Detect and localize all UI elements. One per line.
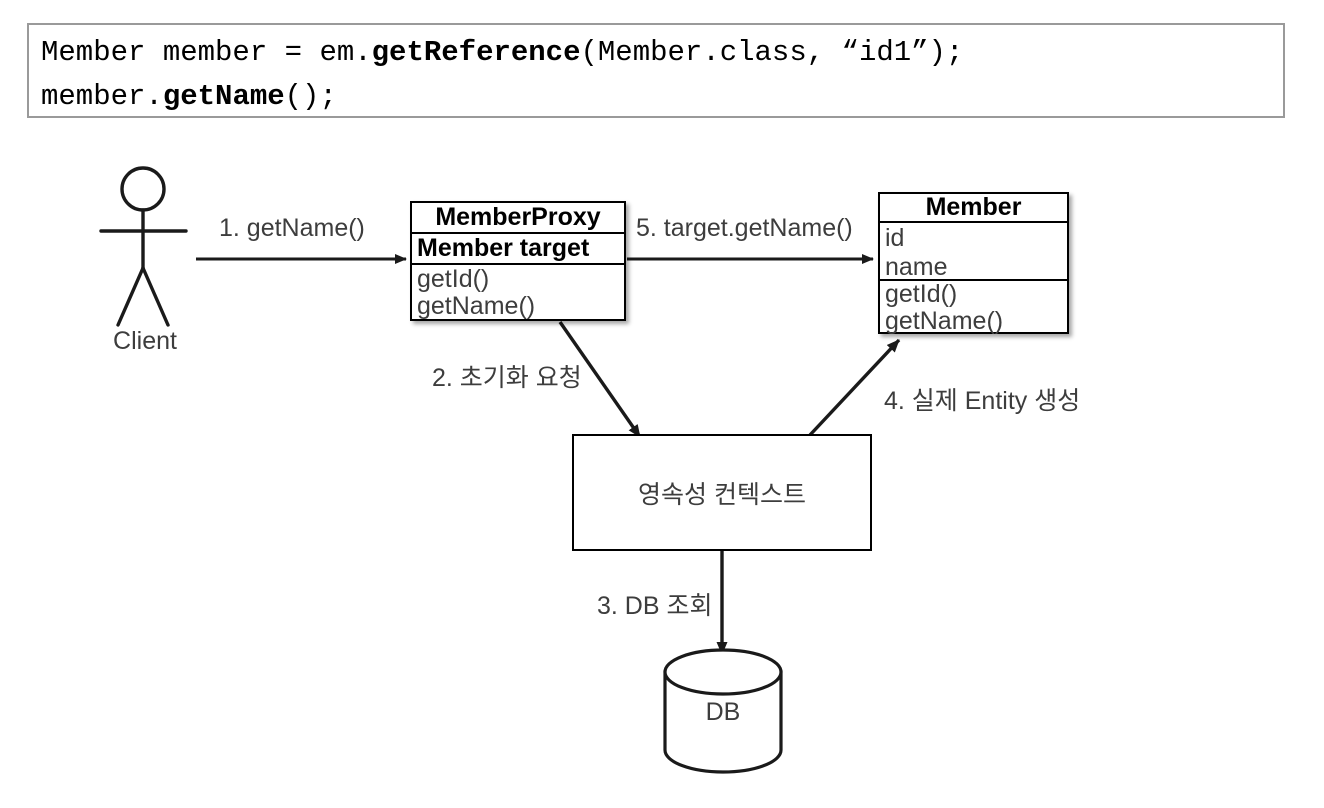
database-label: DB [705, 698, 741, 726]
method-getname: getName() [885, 307, 1004, 335]
method-getname: getName() [417, 292, 536, 320]
code-line-1: Member member = em.getReference(Member.c… [41, 36, 964, 69]
attribute-id: id [885, 224, 905, 252]
class-attributes-member: id name [880, 223, 1067, 281]
class-title-member-proxy: MemberProxy [412, 203, 624, 234]
method-getid: getId() [417, 265, 490, 293]
class-title-member: Member [880, 194, 1067, 223]
edge-label-4: 4. 실제 Entity 생성 [884, 387, 1081, 415]
edge-label-5: 5. target.getName() [636, 214, 853, 242]
class-field-member-target: Member target [412, 234, 624, 265]
actor-label-client: Client [113, 327, 177, 355]
method-getid: getId() [885, 280, 958, 308]
class-methods-member: getId() getName() [880, 280, 1067, 335]
persistence-context-box: 영속성 컨텍스트 [572, 434, 872, 551]
edge-label-1: 1. getName() [219, 214, 365, 242]
attribute-name: name [885, 253, 948, 281]
code-line-2: member.getName(); [41, 80, 337, 113]
code-block: Member member = em.getReference(Member.c… [27, 23, 1285, 118]
class-methods-member-proxy: getId() getName() [412, 265, 624, 320]
class-box-member: Member id name getId() getName() [878, 192, 1069, 335]
edge-label-2: 2. 초기화 요청 [432, 364, 582, 392]
persistence-context-label: 영속성 컨텍스트 [638, 480, 806, 509]
edge-label-3: 3. DB 조회 [597, 592, 713, 620]
class-box-member-proxy: MemberProxy Member target getId() getNam… [410, 201, 626, 321]
stick-figure-actor-icon [99, 166, 188, 327]
